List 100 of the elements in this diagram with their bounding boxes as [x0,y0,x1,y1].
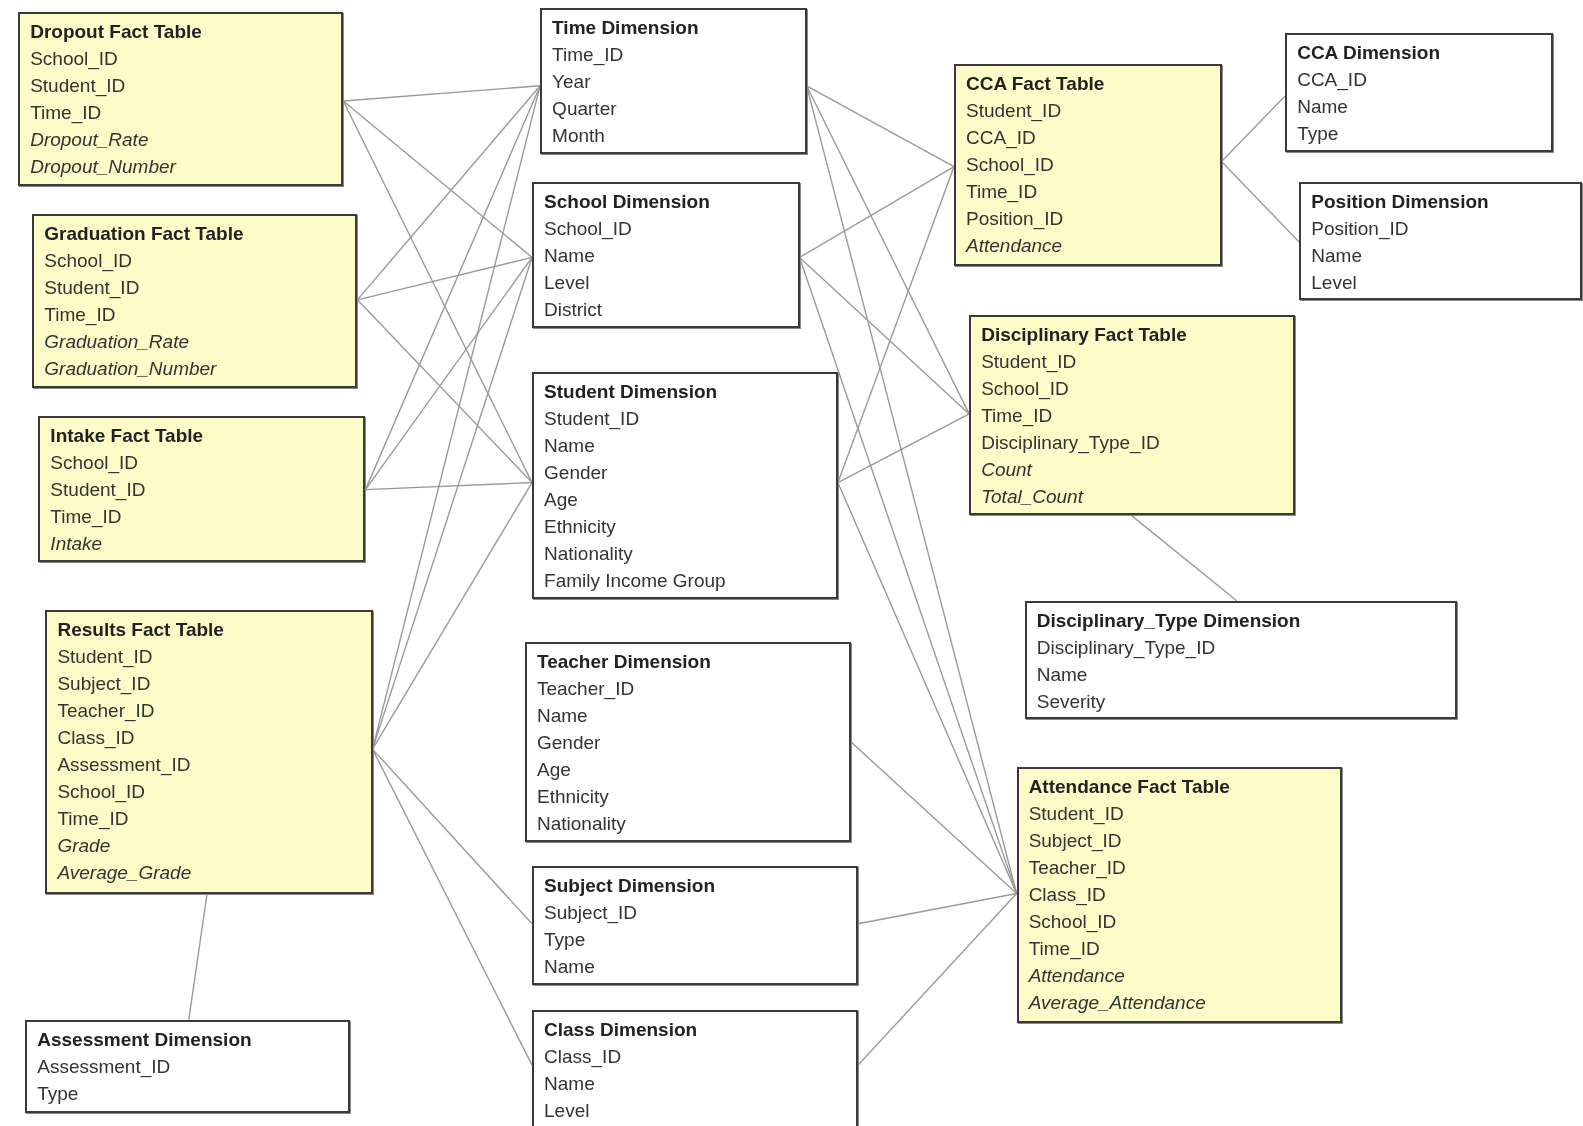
dimension-table [532,181,800,329]
field-name: Teacher_ID [1028,856,1127,881]
dimension-table [532,1009,859,1126]
fact-table [38,415,366,563]
table-title: Subject Dimension [544,874,717,899]
connector-line [356,299,533,484]
connector-line [805,85,970,415]
fact-table [45,609,373,895]
connector-line [364,481,533,491]
field-name: Time_ID [966,179,1039,205]
fact-table [1016,767,1342,1023]
connector-line [371,748,533,925]
field-name: Time_ID [50,504,123,530]
field-name: Attendance [966,233,1064,258]
connector-line [356,85,541,301]
field-name: Severity [1036,689,1107,714]
table-title: Intake Fact Table [50,423,205,448]
field-name: Time_ID [44,303,117,328]
field-name: Intake [50,531,104,556]
table-title: Graduation Fact Table [44,222,245,246]
field-name: Dropout_Rate [30,128,150,153]
field-name: Quarter [552,97,618,122]
connector-line [1220,95,1286,163]
field-name: Year [552,70,592,95]
table-title: CCA Fact Table [966,71,1106,96]
field-name: Subject_ID [1028,829,1123,854]
field-name: CCA_ID [1297,68,1368,93]
connector-line [1220,160,1300,243]
field-name: School_ID [966,152,1055,178]
connector-line [371,481,533,750]
field-name: Age [544,487,579,512]
connector-line [850,741,1018,895]
field-name: Time_ID [30,101,103,126]
field-name: School_ID [544,216,633,242]
connector-line [798,165,955,259]
field-name: Position_ID [1311,216,1410,242]
field-name: Name [1036,662,1089,687]
field-name: School_ID [44,249,133,274]
field-name: School_ID [57,779,147,805]
field-name: Nationality [544,541,634,566]
field-name: Student_ID [50,477,147,503]
connector-line [188,893,208,1021]
dimension-table [532,866,859,986]
fact-table [969,315,1296,515]
table-title: Teacher Dimension [536,650,712,675]
field-name: Count [981,458,1034,482]
field-name: Nationality [536,812,627,837]
field-name: Level [1311,270,1358,295]
field-name: Level [544,270,591,295]
connector-line [837,413,970,484]
field-name: CCA_ID [966,125,1037,151]
field-name: Grade [57,833,112,858]
table-title: Attendance Fact Table [1028,775,1231,800]
connector-line [857,892,1018,925]
field-name: Student_ID [44,276,141,301]
field-name: Ethnicity [536,785,610,810]
field-name: Month [552,124,606,149]
connector-line [356,256,533,301]
field-name: Average_Attendance [1028,991,1207,1016]
field-name: Graduation_Rate [44,330,190,354]
field-name: Attendance [1028,964,1126,989]
field-name: Name [544,433,596,458]
fact-table [32,214,358,388]
field-name: Teacher_ID [57,698,156,724]
field-name: Class_ID [544,1044,623,1070]
connector-line [1130,514,1238,602]
table-title: Student Dimension [544,379,719,404]
field-name: Name [1311,243,1363,268]
field-name: Disciplinary_Type_ID [981,431,1161,456]
field-name: Assessment_ID [37,1054,172,1080]
field-name: District [544,297,604,322]
field-name: School_ID [1028,910,1118,935]
table-title: Results Fact Table [57,617,225,642]
field-name: Name [1297,95,1349,120]
table-title: Position Dimension [1311,189,1490,214]
connector-line [798,256,970,415]
field-name: Name [544,1071,596,1096]
dimension-table [1024,600,1457,719]
field-name: Type [544,928,587,953]
table-title: Disciplinary_Type Dimension [1036,608,1302,633]
table-title: Disciplinary Fact Table [981,323,1188,347]
field-name: Student_ID [57,644,154,670]
connector-line [805,85,955,168]
field-name: Teacher_ID [536,677,636,702]
field-name: Subject_ID [57,671,152,697]
connector-line [857,892,1018,1066]
field-name: Name [544,955,596,980]
field-name: Type [37,1081,80,1106]
field-name: Time_ID [981,404,1054,429]
field-name: Time_ID [57,806,130,832]
field-name: Position_ID [966,206,1065,232]
field-name: Gender [536,731,602,756]
table-title: School Dimension [544,189,711,214]
dimension-table [532,371,838,599]
dimension-table [1285,33,1553,153]
field-name: Student_ID [1028,802,1125,827]
fact-table [18,12,344,186]
field-name: Time_ID [552,43,625,68]
field-name: Assessment_ID [57,752,192,778]
field-name: Type [1297,122,1340,147]
